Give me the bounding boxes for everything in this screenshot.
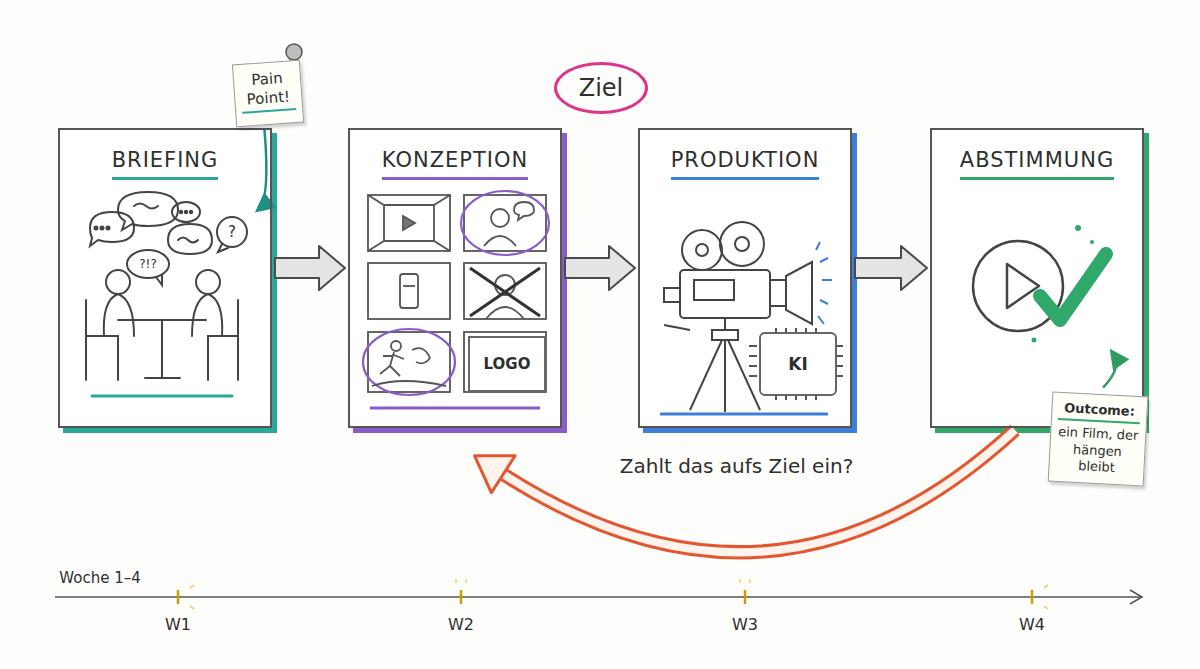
ki-chip: KI (759, 332, 837, 396)
storyboard-thumbnails (363, 191, 549, 408)
week-label: W4 (1019, 615, 1045, 634)
panel-grounds (58, 128, 1149, 433)
phase-panel: KONZEPTION LOGO (348, 128, 562, 428)
week-label: W2 (448, 615, 474, 634)
week-label: W1 (165, 615, 191, 634)
phase-heading: PRODUKTION (671, 148, 820, 180)
logo-frame: LOGO (468, 336, 546, 392)
feedback-arrow-outline (503, 430, 1015, 552)
node-body: ein Film, der hängen bleibt (1055, 424, 1139, 477)
phase-heading: BRIEFING (112, 148, 219, 180)
timeline-title: Woche 1–4 (59, 569, 140, 587)
bubble-text: ? (228, 223, 236, 241)
node-text: Pain Point! (239, 68, 296, 113)
meeting-illustration (86, 192, 247, 396)
leader-arrow (1103, 352, 1116, 388)
bubble-text: ?!? (139, 257, 157, 271)
node-text: Ziel (579, 74, 624, 102)
connector (1103, 352, 1116, 388)
connector (855, 246, 927, 290)
connector (565, 246, 635, 290)
node-text: LOGO (484, 355, 531, 373)
edge-label: Zahlt das aufs Ziel ein? (616, 454, 858, 478)
connector (258, 129, 266, 210)
node-text: KI (788, 354, 808, 374)
feedback-arrow-fill (503, 430, 1015, 552)
phase-heading: ABSTIMMUNG (960, 148, 1114, 180)
leader-arrow (258, 129, 266, 210)
block-arrow (565, 246, 635, 290)
phase-panel: PRODUKTION KI (638, 128, 852, 428)
feedback-arrow-head (475, 456, 515, 493)
goal-oval: Ziel (554, 62, 648, 114)
sticky-note: Pain Point! (232, 60, 304, 127)
node-text: Outcome: (1058, 400, 1141, 425)
connector (475, 430, 1015, 552)
film-camera (660, 222, 843, 414)
phase-panel: BRIEFING (58, 128, 272, 428)
connector (275, 246, 345, 290)
block-arrow (275, 246, 345, 290)
phase-panel: ABSTIMMUNG (930, 128, 1144, 428)
phase-heading: KONZEPTION (382, 148, 528, 180)
approval-icon (973, 225, 1106, 343)
week-label: W3 (732, 615, 758, 634)
timeline (55, 579, 1142, 609)
sticky-note: Outcome:ein Film, der hängen bleibt (1048, 392, 1149, 487)
block-arrow (855, 246, 927, 290)
